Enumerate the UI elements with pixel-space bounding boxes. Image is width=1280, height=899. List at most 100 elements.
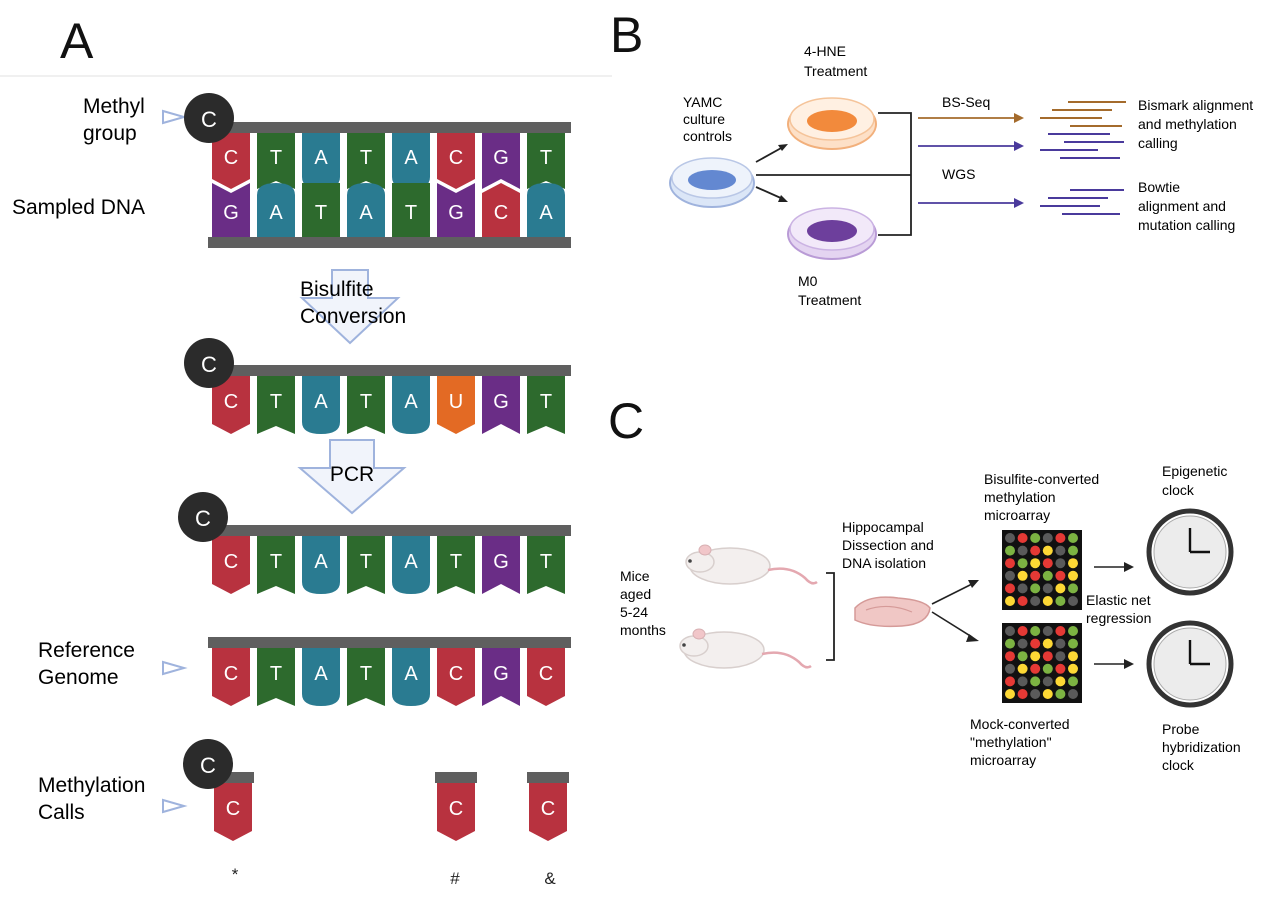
bisulfite-array-label-line3: microarray	[984, 507, 1050, 523]
hne-label-line2: Treatment	[804, 63, 867, 79]
array-spot	[1055, 558, 1066, 569]
row1-top-backbone	[208, 122, 571, 133]
array-spot	[1017, 663, 1028, 674]
reference_strand-base-4: A	[392, 648, 430, 706]
reference_strand-base-3-letter: T	[360, 663, 372, 685]
reference_strand-base-6-letter: G	[493, 663, 509, 685]
bottom_strand-base-1-letter: A	[269, 202, 283, 224]
array-spot	[1030, 663, 1041, 674]
array-spot	[1017, 676, 1028, 687]
converted_strand-base-2: A	[302, 376, 340, 434]
to-probe-clock-arrowhead	[1124, 659, 1134, 669]
converted_strand-base-6: G	[482, 376, 520, 434]
bottom_strand-base-2-letter: T	[315, 202, 327, 224]
top_strand-base-7-letter: T	[540, 147, 552, 169]
calls-label-line1: Methylation	[38, 774, 145, 797]
m0-label-line2: Treatment	[798, 292, 861, 308]
array-spot	[1017, 689, 1028, 699]
reference_strand-base-3: T	[347, 648, 385, 706]
m0-label-line1: M0	[798, 273, 818, 289]
hippocampus-icon	[854, 596, 931, 628]
bismark-label-line1: Bismark alignment	[1138, 97, 1253, 113]
elastic-label-line2: regression	[1086, 610, 1151, 626]
array-spot	[1055, 570, 1066, 581]
converted_strand-base-4: A	[392, 376, 430, 434]
array-spot	[1042, 689, 1053, 699]
control-label-line1: YAMC	[683, 94, 722, 110]
converted_strand-base-5-letter: U	[449, 391, 463, 413]
bsseq-label: BS-Seq	[942, 94, 990, 110]
converted_strand-base-1-letter: T	[270, 391, 282, 413]
bottom_strand-base-6: C	[482, 183, 520, 237]
reference_strand-base-5: C	[437, 648, 475, 706]
pcr_strand-base-1: T	[257, 536, 295, 594]
mice-label-line2: aged	[620, 586, 651, 602]
array-spot	[1068, 545, 1078, 556]
array-spot	[1042, 663, 1053, 674]
control-to-m0-arrowhead	[778, 195, 788, 202]
pcr_strand-base-4: A	[392, 536, 430, 594]
bottom_strand-base-7: A	[527, 183, 565, 237]
array-spot	[1068, 596, 1078, 606]
array-spot	[1005, 596, 1015, 606]
mice-label-line4: months	[620, 622, 666, 638]
call-backbone-0	[212, 772, 254, 783]
pcr_strand-base-6-letter: G	[493, 551, 509, 573]
m0-dish	[787, 207, 877, 260]
calls-pointer-arrow	[162, 798, 188, 814]
mouse-icon-bottom	[679, 628, 812, 669]
converted_strand-base-0: C	[212, 376, 250, 434]
top_strand-base-0-letter: C	[224, 147, 238, 169]
methyl-pointer-arrow	[162, 109, 188, 125]
array-spot	[1042, 558, 1053, 569]
pcr_strand-base-5-letter: T	[450, 551, 462, 573]
array-spot	[1055, 533, 1066, 543]
treatment-bracket	[878, 112, 912, 236]
call-backbone-2	[527, 772, 569, 783]
array-spot	[1055, 651, 1066, 662]
array-spot	[1042, 626, 1053, 636]
array-spot	[1055, 663, 1066, 674]
reference_strand-base-0: C	[212, 648, 250, 706]
mock-microarray	[1002, 623, 1082, 703]
array-spot	[1030, 596, 1041, 606]
array-spot	[1055, 676, 1066, 687]
converted_strand-base-7-letter: T	[540, 391, 552, 413]
reference_strand-base-4-letter: A	[404, 663, 418, 685]
pcr_strand-base-0: C	[212, 536, 250, 594]
call-base-2-letter: C	[541, 798, 555, 820]
top_strand-base-5-letter: C	[449, 147, 463, 169]
array-spot	[1030, 570, 1041, 581]
reference_strand-base-0-letter: C	[224, 663, 238, 685]
converted_strand-base-1: T	[257, 376, 295, 434]
array-spot	[1005, 676, 1015, 687]
array-spot	[1017, 626, 1028, 636]
bowtie-label-line1: Bowtie	[1138, 179, 1180, 195]
pcr_strand-base-4-letter: A	[404, 551, 418, 573]
bisulfite-array-label-line1: Bisulfite-converted	[984, 471, 1099, 487]
call-base-0: C	[214, 783, 252, 841]
epigenetic-clock-label-line1: Epigenetic	[1162, 463, 1227, 479]
panel-c: C Mice aged 5-24 months Hippocampal Diss…	[608, 393, 1241, 773]
dissection-label-line2: Dissection and	[842, 537, 934, 553]
methyl-group-1: C	[184, 93, 234, 143]
mice-bracket	[826, 572, 835, 661]
methyl-c-4: C	[200, 753, 216, 778]
bisulfite-arrow	[299, 269, 401, 345]
array-spot	[1055, 638, 1066, 649]
array-spot	[1005, 545, 1015, 556]
array-spot	[1042, 676, 1053, 687]
reference-label-line1: Reference	[38, 639, 135, 662]
pcr_strand-base-3: T	[347, 536, 385, 594]
pcr_strand-base-2-letter: A	[314, 551, 328, 573]
array-spot	[1005, 689, 1015, 699]
converted_strand-base-7: T	[527, 376, 565, 434]
methyl-c-1: C	[201, 107, 217, 132]
array-spot	[1068, 638, 1078, 649]
to-mock-array-arrowhead	[966, 634, 979, 642]
control-label-line2: culture	[683, 111, 725, 127]
